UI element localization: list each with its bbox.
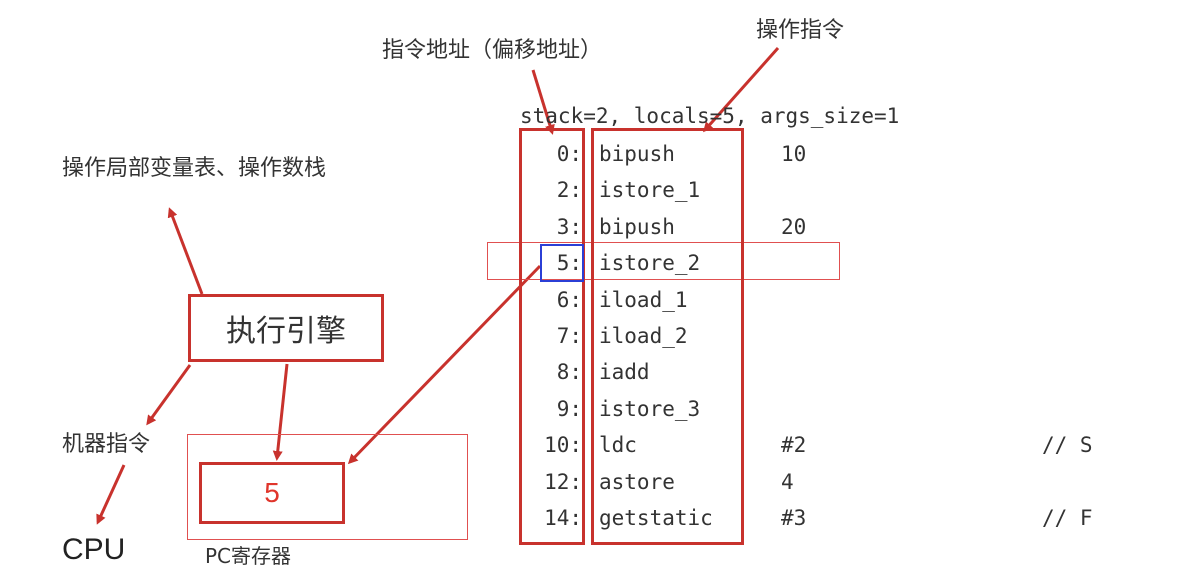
arrow-machine-to-cpu [96, 464, 126, 525]
bytecode-offset: 3: [556, 214, 582, 239]
bytecode-offset: 14: [544, 506, 582, 530]
bytecode-arg: #2 [781, 433, 807, 458]
instruction-address-label: 指令地址（偏移地址） [382, 38, 603, 63]
operation-instruction-label: 操作指令 [756, 18, 845, 43]
execution-engine-label: 执行引擎 [226, 314, 346, 349]
bytecode-op: bipush [599, 142, 675, 166]
locals-stack-label: 操作局部变量表、操作数栈 [62, 156, 327, 181]
bytecode-comment: // S [1042, 433, 1093, 458]
highlighted-row-box [487, 242, 840, 280]
bytecode-offset: 7: [556, 324, 582, 348]
bytecode-offset: 0: [556, 142, 582, 166]
bytecode-op: iadd [599, 360, 650, 385]
bytecode-arg: 10 [781, 142, 807, 166]
arrow-engine-to-machine [146, 364, 192, 426]
machine-instruction-label: 机器指令 [62, 432, 151, 457]
bytecode-offset: 6: [556, 287, 582, 312]
bytecode-offset: 8: [556, 360, 582, 385]
current-offset-highlight [540, 244, 584, 282]
bytecode-op: getstatic [599, 506, 713, 530]
bytecode-offset: 10: [544, 433, 582, 458]
offset-column-box [519, 128, 585, 545]
bytecode-header: stack=2, locals=5, args_size=1 [520, 104, 900, 128]
operation-column-box [591, 128, 744, 545]
pc-register-region [187, 434, 468, 540]
bytecode-op: iload_1 [599, 287, 688, 312]
bytecode-op: istore_1 [599, 178, 701, 203]
bytecode-offset: 12: [544, 469, 582, 494]
bytecode-offset: 5: [556, 251, 582, 276]
arrow-engine-to-locals [167, 207, 204, 295]
bytecode-comment: // F [1042, 506, 1093, 530]
bytecode-arg: 20 [781, 214, 807, 239]
bytecode-offset: 2: [556, 178, 582, 203]
bytecode-offset: 9: [556, 396, 582, 421]
pc-register-value: 5 [264, 477, 280, 508]
bytecode-arg: 4 [781, 469, 794, 494]
bytecode-op: bipush [599, 214, 675, 239]
bytecode-op: istore_3 [599, 396, 701, 421]
bytecode-op: istore_2 [599, 251, 701, 276]
bytecode-arg: #3 [781, 506, 807, 530]
bytecode-op: iload_2 [599, 324, 688, 348]
bytecode-op: astore [599, 469, 675, 494]
pc-register-label: PC寄存器 [205, 544, 292, 568]
cpu-label: CPU [62, 533, 126, 566]
pc-register-box: 5 [199, 462, 345, 524]
bytecode-op: ldc [599, 433, 637, 458]
execution-engine-box: 执行引擎 [188, 294, 384, 362]
